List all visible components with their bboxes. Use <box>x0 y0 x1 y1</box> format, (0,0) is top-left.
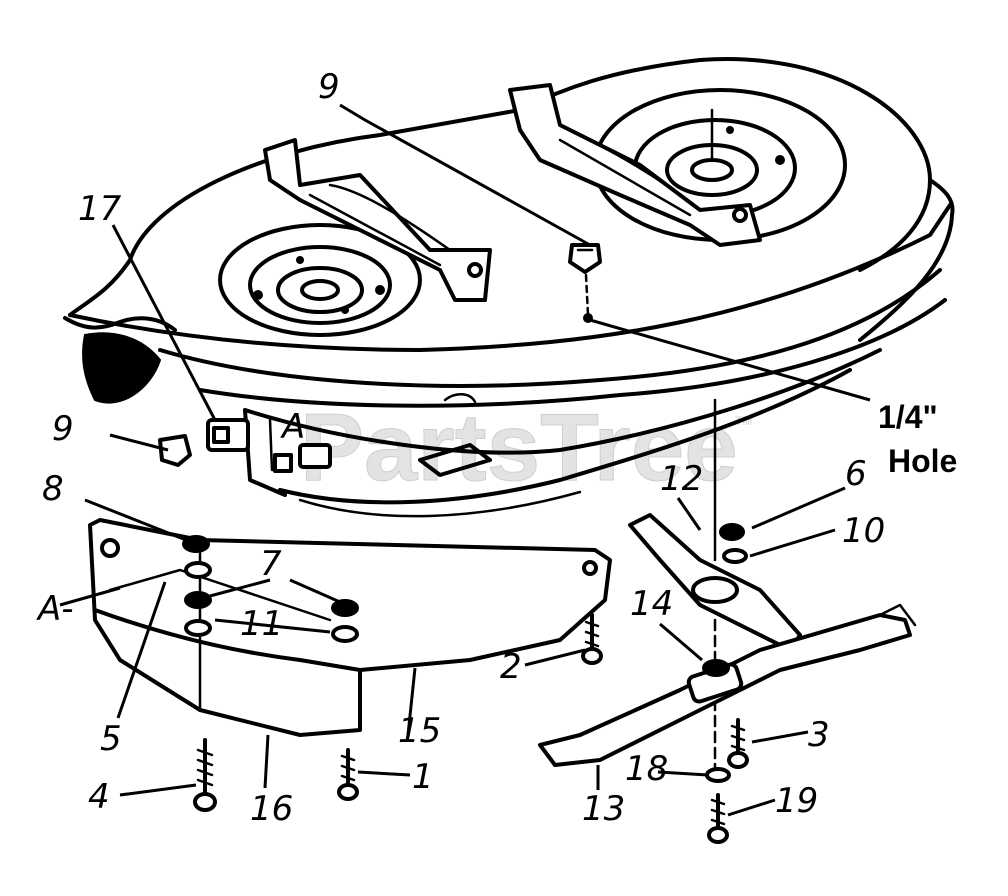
left-pulley-dome <box>218 223 422 337</box>
deck-bracket-right <box>508 83 762 247</box>
callout-5: 5 <box>100 719 122 759</box>
bolt-4 <box>193 738 217 812</box>
part-17-clip <box>206 418 250 452</box>
bolt-2 <box>581 613 603 665</box>
callout-1: 1 <box>412 757 434 797</box>
hardware-stack-center <box>182 535 359 643</box>
deck-housing <box>63 57 955 518</box>
callout-15: 15 <box>398 711 441 751</box>
section-mark-a-lower: A- <box>36 589 74 629</box>
wing-nut-left <box>158 434 192 467</box>
section-marks: A A- <box>36 407 305 629</box>
blade-13 <box>538 603 917 767</box>
bolt-1 <box>337 748 359 801</box>
callout-12: 12 <box>660 459 703 499</box>
leader-lines <box>59 103 871 817</box>
callout-4: 4 <box>88 777 110 817</box>
callout-18: 18 <box>625 749 668 789</box>
callout-3: 3 <box>808 715 830 755</box>
callouts: 9 17 9 8 7 11 5 15 16 4 1 2 12 6 10 14 3… <box>42 67 885 829</box>
section-mark-a-upper: A <box>280 407 305 447</box>
wing-nut-top <box>568 243 602 274</box>
washer-18-bolt-19 <box>705 767 731 844</box>
callout-19: 19 <box>775 781 818 821</box>
callout-6: 6 <box>845 454 867 494</box>
hole-note-label: Hole <box>888 443 957 479</box>
callout-9-left: 9 <box>52 409 74 449</box>
callout-8: 8 <box>42 469 64 509</box>
callout-11: 11 <box>240 604 283 644</box>
callout-2: 2 <box>500 647 522 687</box>
deck-bracket-left <box>263 138 492 302</box>
nut-6-washer-10 <box>719 523 748 564</box>
hole-note-size: 1/4" <box>878 399 938 435</box>
callout-7: 7 <box>260 544 282 584</box>
callout-17: 17 <box>78 189 122 229</box>
callout-13: 13 <box>582 789 625 829</box>
hole-note: 1/4" Hole <box>878 399 957 479</box>
callout-9-top: 9 <box>318 67 340 107</box>
callout-14: 14 <box>630 584 673 624</box>
callout-16: 16 <box>250 789 293 829</box>
bolt-3 <box>727 718 749 769</box>
callout-10: 10 <box>842 511 885 551</box>
